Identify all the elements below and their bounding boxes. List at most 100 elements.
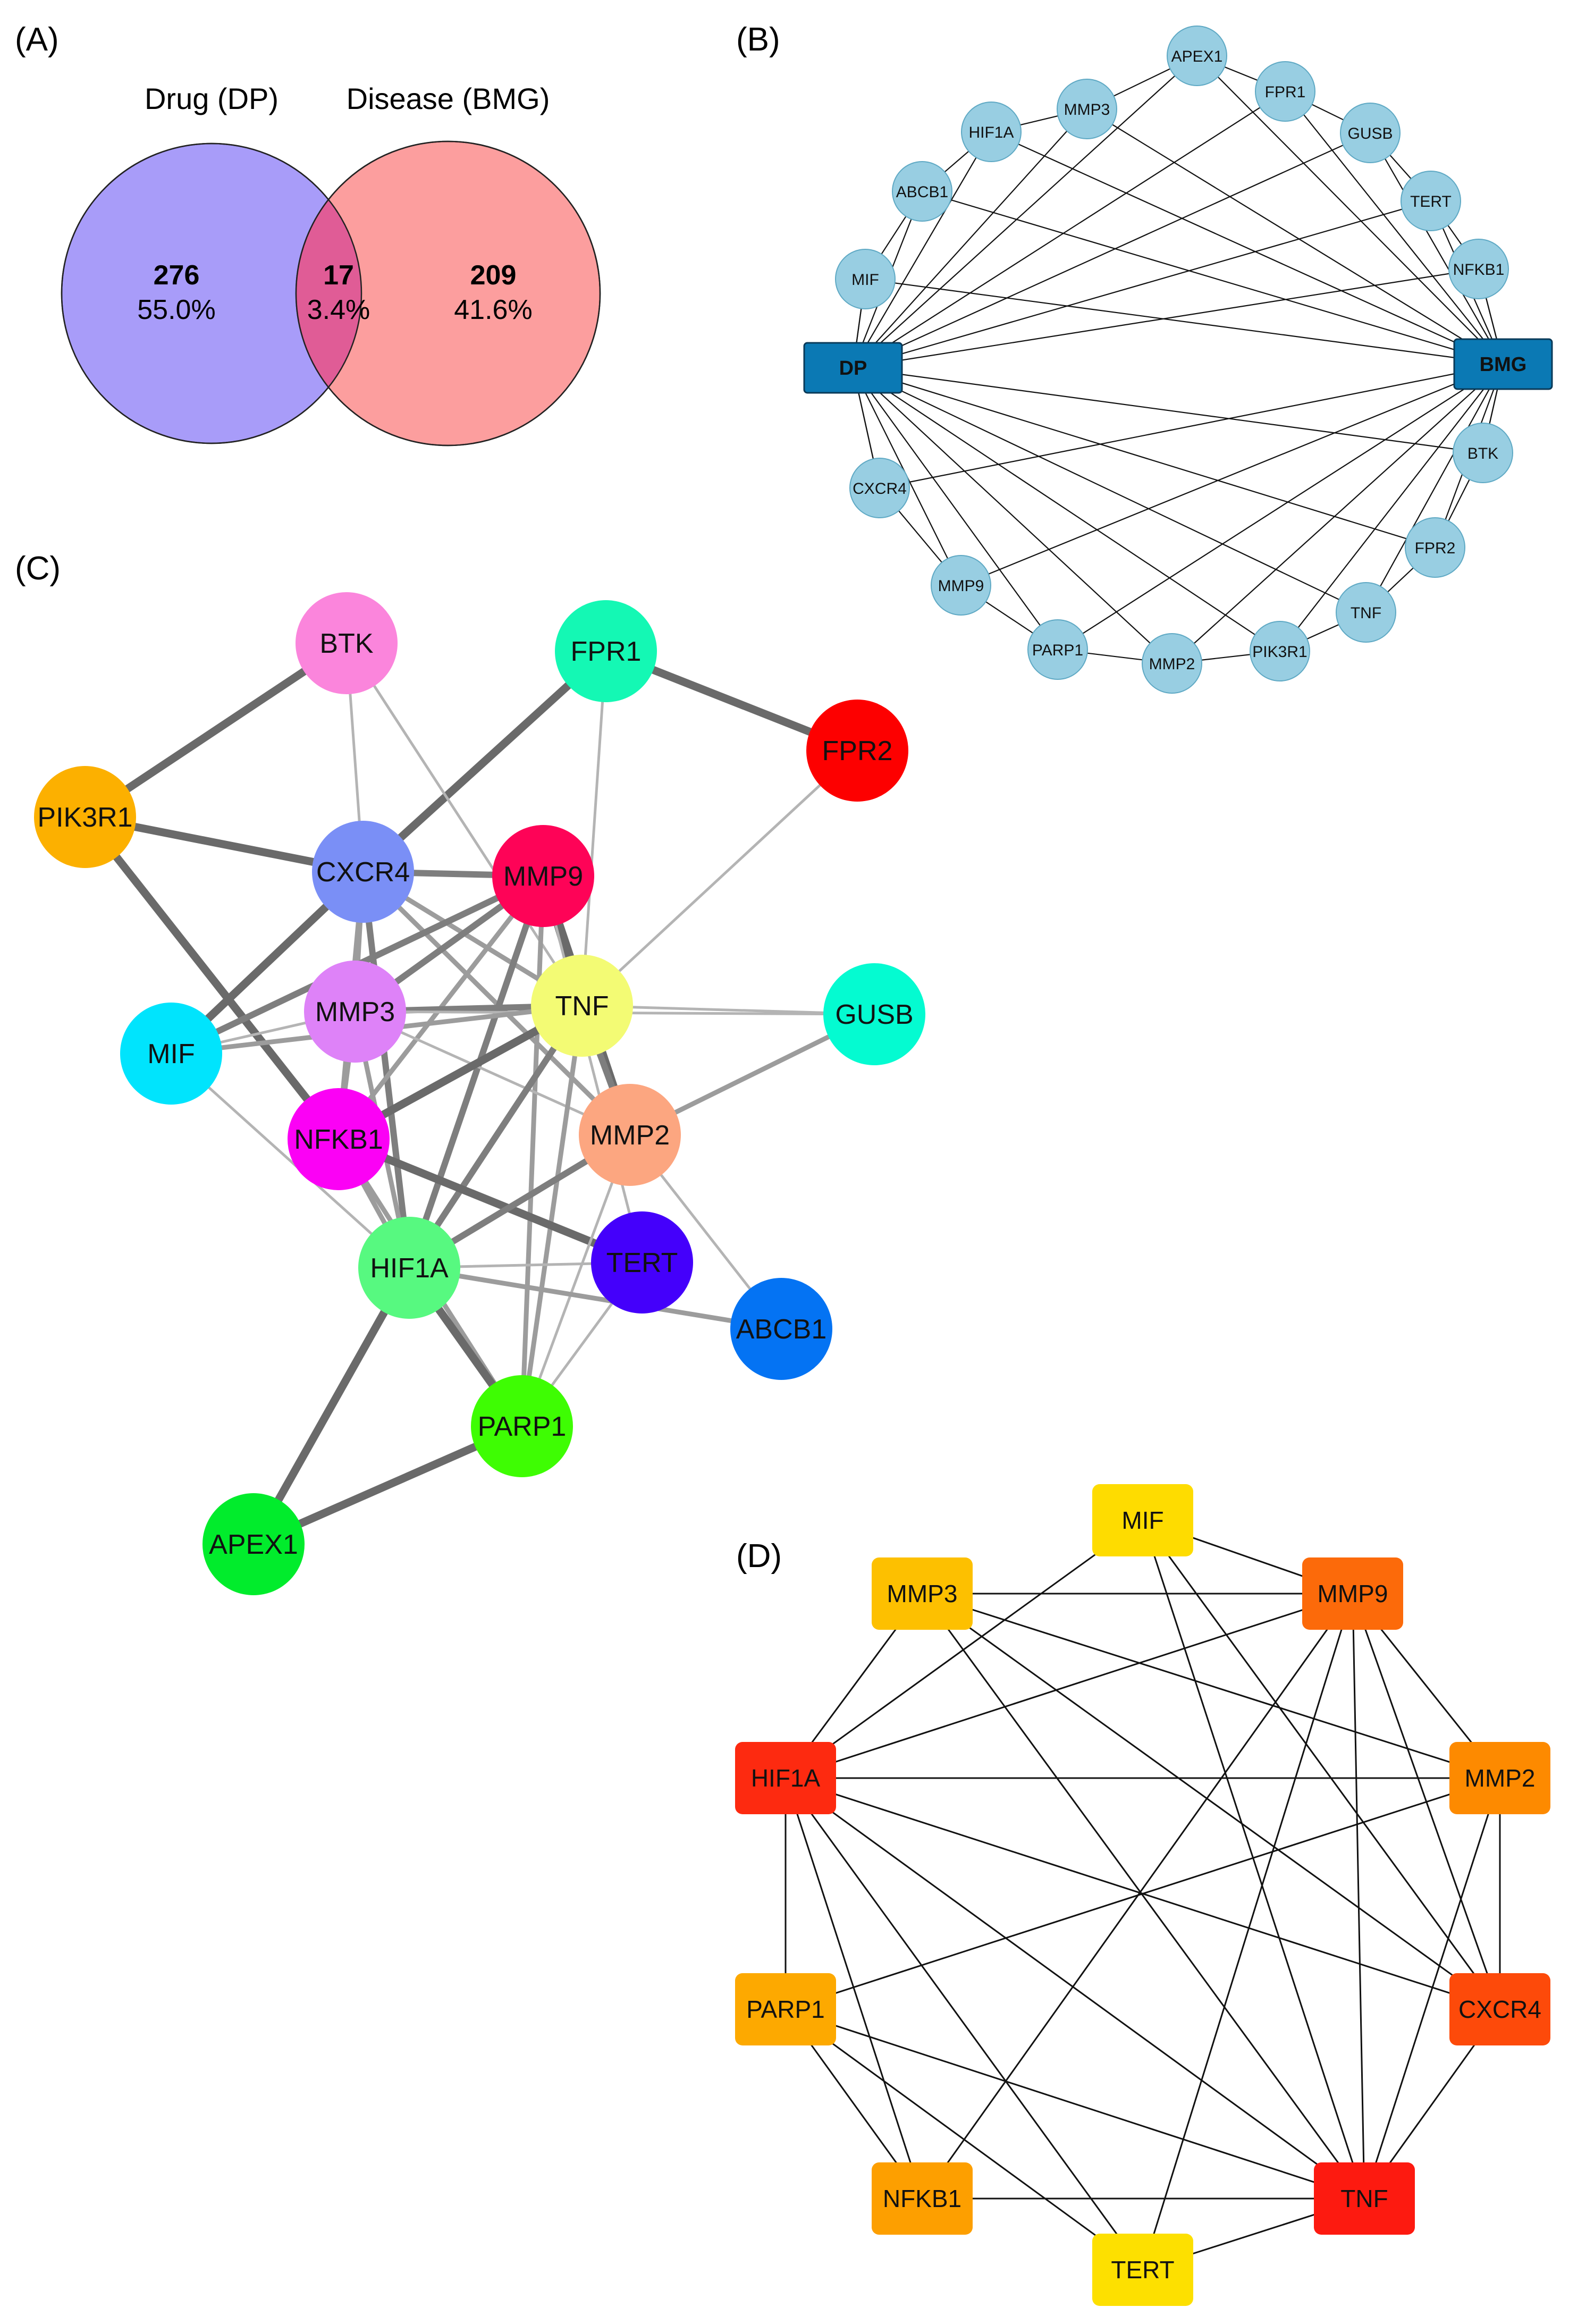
edge-dp-btk xyxy=(853,367,1483,454)
node-nfkb1-box xyxy=(872,2162,973,2235)
node-mmp2: MMP2 xyxy=(1142,633,1202,694)
node-tnf: TNF xyxy=(1336,582,1396,643)
panel-a-label: (A) xyxy=(15,21,59,58)
edge-tnf-parp1 xyxy=(519,1003,585,1429)
node-fpr2-label: FPR2 xyxy=(1415,540,1456,557)
edge-bmg-mmp9 xyxy=(960,363,1504,586)
node-mmp3: MMP3 xyxy=(1057,79,1117,139)
node-hif1a-label: HIF1A xyxy=(751,1764,821,1792)
hub-bmg: BMG xyxy=(1453,338,1553,390)
node-parp1-circle xyxy=(471,1375,573,1477)
node-parp1-circle xyxy=(1027,619,1088,680)
overlap-count: 17 xyxy=(323,260,354,291)
edge-fpr2-tnf xyxy=(580,749,859,1007)
node-tnf-circle xyxy=(1336,582,1396,643)
disease-only-count: 209 xyxy=(470,260,517,291)
edge-bmg-mif xyxy=(865,278,1504,365)
node-fpr1-label: FPR1 xyxy=(1265,83,1306,101)
edge-bmg-mmp2 xyxy=(1171,364,1504,664)
node-mif: MIF xyxy=(120,1003,222,1105)
edge-cxcr4-hif1a xyxy=(360,869,412,1271)
node-hif1a: HIF1A xyxy=(735,1742,836,1814)
node-abcb1: ABCB1 xyxy=(730,1278,832,1380)
node-fpr2: FPR2 xyxy=(806,700,908,802)
panel-c-label: (C) xyxy=(15,550,61,587)
edge-pik3r1-btk xyxy=(81,639,351,821)
edge-mmp3-mmp2 xyxy=(922,1593,1500,1779)
node-tnf-label: TNF xyxy=(1340,2185,1388,2212)
edge-dp-tnf xyxy=(853,367,1366,613)
node-nfkb1-circle xyxy=(1448,239,1509,299)
node-tnf-label: TNF xyxy=(555,991,609,1022)
node-mif: MIF xyxy=(835,249,896,309)
node-mmp2-label: MMP2 xyxy=(590,1120,670,1151)
panel-b-nodes: MMP3APEX1FPR1GUSBHIF1ATERTABCB1NFKB1MIFC… xyxy=(803,26,1553,694)
node-pik3r1-label: PIK3R1 xyxy=(37,802,132,833)
node-abcb1-circle xyxy=(892,161,952,222)
node-cxcr4-label: CXCR4 xyxy=(1458,1995,1541,2023)
node-gusb-label: GUSB xyxy=(835,999,913,1030)
edge-bmg-fpr1 xyxy=(1285,91,1504,365)
node-nfkb1-label: NFKB1 xyxy=(1453,261,1505,279)
node-mmp9: MMP9 xyxy=(931,555,991,616)
node-tert: TERT xyxy=(591,1211,693,1313)
edge-bmg-parp1 xyxy=(1057,364,1504,650)
hub-dp-label: DP xyxy=(839,357,867,380)
edge-mmp3-tnf xyxy=(921,1593,1365,2199)
node-btk: BTK xyxy=(296,592,398,694)
edge-bmg-cxcr4 xyxy=(879,363,1504,489)
node-tert-label: TERT xyxy=(606,1248,678,1278)
node-tert-label: TERT xyxy=(1410,193,1452,210)
edge-hif1a-apex1 xyxy=(249,1264,414,1548)
node-cxcr4-label: CXCR4 xyxy=(853,480,907,498)
node-mmp3-circle xyxy=(1057,79,1117,139)
panel-d-edges xyxy=(784,1519,1501,2271)
edge-bmg-pik3r1 xyxy=(1279,364,1504,652)
node-mmp9-circle xyxy=(492,825,594,927)
node-nfkb1-label: NFKB1 xyxy=(294,1124,383,1155)
edge-hif1a-nfkb1 xyxy=(784,1778,923,2199)
node-mmp3-circle xyxy=(304,961,406,1063)
node-cxcr4: CXCR4 xyxy=(312,821,414,923)
node-btk-circle xyxy=(296,592,398,694)
node-mif-label: MIF xyxy=(1121,1506,1163,1534)
edge-fpr1-tnf xyxy=(580,650,608,1007)
node-tnf: TNF xyxy=(1314,2162,1415,2235)
edge-tnf-hif1a xyxy=(406,1003,585,1271)
node-mmp2-box xyxy=(1449,1742,1550,1814)
node-fpr1-circle xyxy=(555,600,657,702)
panel-a-venn: (A) Drug (DP) Disease (BMG) 276 55.0% 17… xyxy=(15,21,601,447)
node-cxcr4: CXCR4 xyxy=(1449,1973,1550,2045)
edge-bmg-abcb1 xyxy=(922,190,1504,365)
node-mmp2-circle xyxy=(1142,633,1202,694)
node-mif: MIF xyxy=(1092,1484,1193,1556)
node-pik3r1-circle xyxy=(34,766,136,868)
node-mmp3: MMP3 xyxy=(304,961,406,1063)
node-pik3r1-label: PIK3R1 xyxy=(1252,643,1307,661)
node-tnf-box xyxy=(1314,2162,1415,2235)
node-tnf-label: TNF xyxy=(1351,604,1381,622)
node-fpr2: FPR2 xyxy=(1405,517,1465,578)
node-apex1-label: APEX1 xyxy=(1171,48,1223,65)
edge-bmg-mmp3 xyxy=(1086,108,1504,365)
node-mmp3-box xyxy=(872,1557,973,1630)
node-tert: TERT xyxy=(1092,2234,1193,2306)
node-mmp9-label: MMP9 xyxy=(1318,1580,1388,1607)
edge-dp-mmp2 xyxy=(853,367,1172,664)
edge-hif1a-abcb1 xyxy=(407,1265,784,1332)
panel-b-edges xyxy=(852,55,1504,664)
node-mmp3-label: MMP3 xyxy=(315,997,395,1028)
node-parp1-label: PARP1 xyxy=(1032,642,1083,659)
panel-b-label: (B) xyxy=(736,21,780,58)
node-cxcr4-circle xyxy=(849,458,910,518)
node-mmp9-label: MMP9 xyxy=(938,577,984,595)
node-mif-label: MIF xyxy=(851,271,879,289)
node-gusb: GUSB xyxy=(1340,103,1401,163)
node-hif1a: HIF1A xyxy=(358,1217,460,1319)
node-mif-circle xyxy=(120,1003,222,1105)
node-fpr2-circle xyxy=(1405,517,1465,578)
node-mmp9-box xyxy=(1302,1557,1403,1630)
node-abcb1-circle xyxy=(730,1278,832,1380)
node-cxcr4-label: CXCR4 xyxy=(316,857,410,888)
